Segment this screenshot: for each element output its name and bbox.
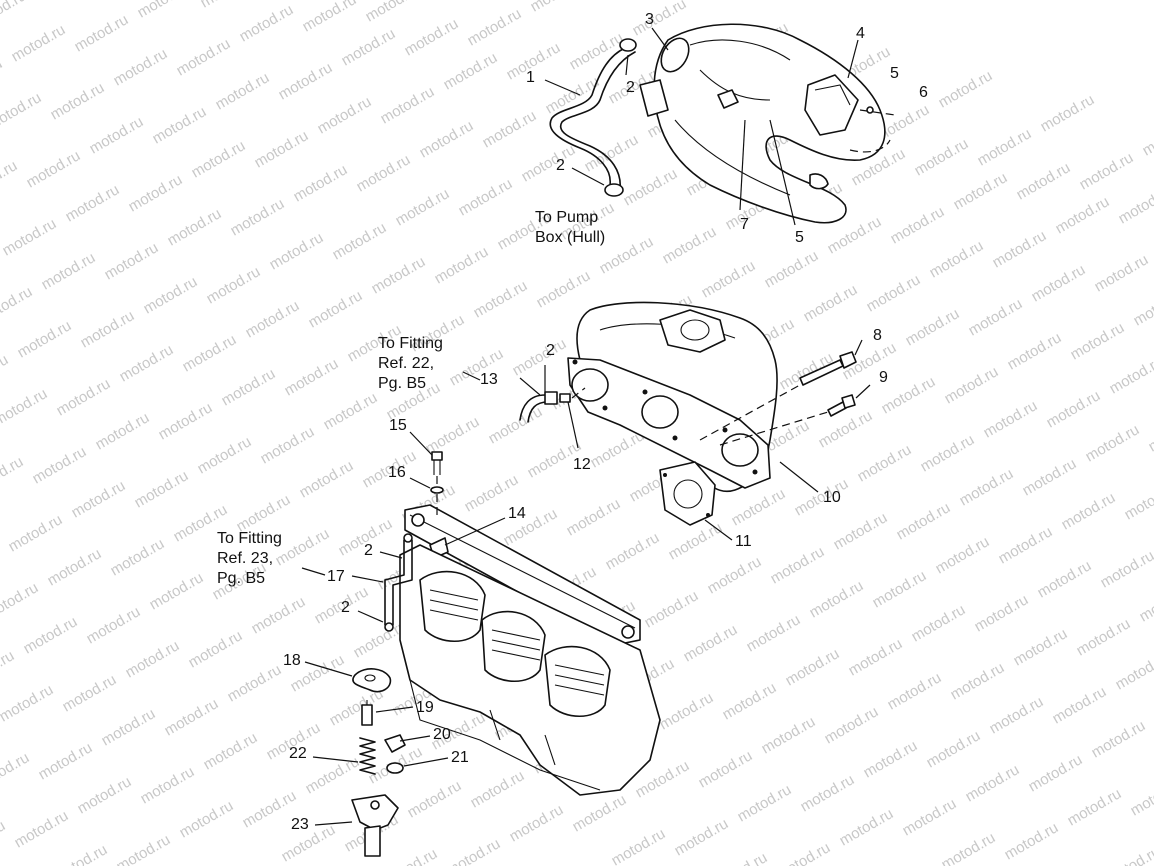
note-line: Pg. B5 [217, 570, 266, 587]
note-line: Ref. 22, [378, 355, 435, 372]
callout-20: 20 [433, 726, 451, 743]
callout-15: 15 [389, 417, 407, 434]
note-line: Pg. B5 [378, 375, 427, 392]
note-pump-box: To Pump Box (Hull) [535, 208, 605, 248]
bolt-and-washer [430, 451, 444, 515]
water-hose [549, 38, 637, 197]
callout-3: 3 [645, 11, 654, 28]
callout-5: 5 [890, 65, 899, 82]
leader-lines [301, 27, 871, 826]
callout-17: 17 [327, 568, 345, 585]
callout-10: 10 [823, 489, 841, 506]
callout-2: 2 [341, 599, 350, 616]
callout-2: 2 [626, 79, 635, 96]
callout-4: 4 [856, 25, 865, 42]
note-fitting-23: To Fitting Ref. 23, Pg. B5 [217, 529, 282, 589]
note-line: To Fitting [217, 530, 282, 547]
callout-6: 6 [919, 84, 928, 101]
callout-22: 22 [289, 745, 307, 762]
note-line: To Pump [535, 209, 599, 226]
note-fitting-22: To Fitting Ref. 22, Pg. B5 [378, 334, 443, 394]
callout-13: 13 [480, 371, 498, 388]
callout-2: 2 [556, 157, 565, 174]
note-line: Box (Hull) [535, 229, 606, 246]
note-line: Ref. 23, [217, 550, 274, 567]
callout-12: 12 [573, 456, 591, 473]
callout-7: 7 [740, 216, 749, 233]
callout-18: 18 [283, 652, 301, 669]
callout-8: 8 [873, 327, 882, 344]
callout-9: 9 [879, 369, 888, 386]
exhaust-manifold [519, 301, 857, 526]
callout-2: 2 [546, 342, 555, 359]
callout-14: 14 [508, 505, 526, 522]
expansion-chamber [639, 23, 896, 226]
callout-19: 19 [416, 699, 434, 716]
callout-2: 2 [364, 542, 373, 559]
callout-21: 21 [451, 749, 469, 766]
callout-23: 23 [291, 816, 309, 833]
callout-11: 11 [735, 533, 752, 550]
cylinder-head [384, 504, 661, 796]
note-line: To Fitting [378, 335, 443, 352]
callout-5: 5 [795, 229, 804, 246]
callout-16: 16 [388, 464, 406, 481]
callout-1: 1 [526, 69, 535, 86]
poppet-valve-parts [351, 668, 406, 857]
